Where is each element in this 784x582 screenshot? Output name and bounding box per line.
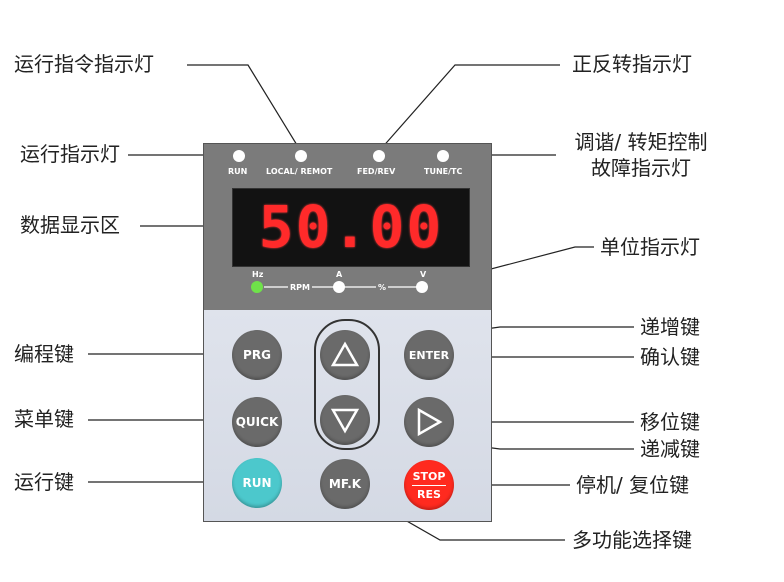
unit-led-row	[264, 286, 422, 288]
label-shift-key: 移位键	[640, 410, 700, 434]
label-stop-reset-key: 停机/ 复位键	[576, 473, 690, 497]
unit-label-hz: Hz	[252, 270, 264, 279]
stop-label: STOP	[412, 469, 446, 483]
label-multifunction-key: 多功能选择键	[572, 528, 692, 552]
led-run	[233, 150, 245, 162]
stop-reset-button[interactable]: STOP RES	[404, 460, 454, 510]
leader-run-cmd	[187, 64, 301, 151]
led-fwd-rev	[373, 150, 385, 162]
label-run-key: 运行键	[14, 470, 74, 494]
shift-button[interactable]	[404, 397, 454, 447]
unit-label-v: V	[420, 270, 427, 279]
led-tune-tc	[437, 150, 449, 162]
led-label-run: RUN	[228, 167, 248, 176]
led-label-fwd-rev: FED/REV	[357, 167, 396, 176]
label-tune-torque-1: 调谐/ 转矩控制	[574, 130, 708, 154]
down-triangle-icon	[330, 408, 360, 434]
unit-label-rpm: RPM	[288, 283, 312, 292]
panel-display-section: RUN LOCAL/ REMOT FED/REV TUNE/TC 50.00 H…	[204, 144, 491, 310]
res-label: RES	[417, 487, 441, 501]
data-display: 50.00	[232, 188, 470, 267]
right-triangle-icon	[417, 407, 443, 437]
mfk-button[interactable]: MF.K	[320, 459, 370, 509]
label-data-display: 数据显示区	[20, 213, 120, 237]
increment-button[interactable]	[320, 330, 370, 380]
arrow-key-capsule	[314, 319, 380, 450]
decrement-button[interactable]	[320, 395, 370, 445]
keypad-panel: RUN LOCAL/ REMOT FED/REV TUNE/TC 50.00 H…	[203, 143, 492, 522]
label-run-indicator: 运行指示灯	[20, 142, 120, 166]
led-a	[333, 281, 345, 293]
label-fwd-rev-indicator: 正反转指示灯	[572, 52, 692, 76]
led-label-local-remote: LOCAL/ REMOT	[266, 167, 333, 176]
enter-button[interactable]: ENTER	[404, 330, 454, 380]
led-local-remote	[295, 150, 307, 162]
quick-button[interactable]: QUICK	[232, 397, 282, 447]
label-unit-indicator: 单位指示灯	[600, 235, 700, 259]
led-v	[416, 281, 428, 293]
label-run-cmd-indicator: 运行指令指示灯	[14, 52, 154, 76]
prg-button[interactable]: PRG	[232, 330, 282, 380]
leader-fwd-rev	[379, 64, 560, 151]
led-label-tune-tc: TUNE/TC	[424, 167, 463, 176]
stop-divider	[412, 484, 446, 486]
label-menu-key: 菜单键	[14, 407, 74, 431]
run-button[interactable]: RUN	[232, 458, 282, 508]
display-value: 50.00	[258, 193, 444, 261]
unit-label-a: A	[336, 270, 343, 279]
label-tune-torque-2: 故障指示灯	[591, 156, 691, 180]
unit-label-percent: %	[376, 283, 389, 292]
label-decrement-key: 递减键	[640, 437, 700, 461]
label-program-key: 编程键	[14, 342, 74, 366]
up-triangle-icon	[330, 341, 360, 367]
label-confirm-key: 确认键	[640, 345, 700, 369]
led-hz	[251, 281, 263, 293]
label-increment-key: 递增键	[640, 315, 700, 339]
